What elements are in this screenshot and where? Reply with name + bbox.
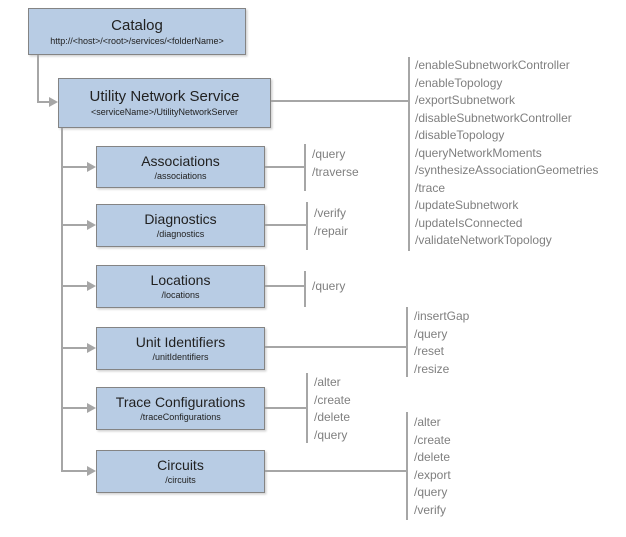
associations-node: Associations /associations [96,146,265,188]
operation-item: /repair [314,223,349,238]
operation-item: /disableSubnetworkController [415,110,572,125]
operation-item: /traverse [312,164,359,179]
associations-operations-list: /query /traverse [312,146,359,181]
operation-item: /query [312,147,346,161]
unit-identifiers-title: Unit Identifiers [135,334,226,350]
circuits-title: Circuits [157,457,204,473]
diagnostics-node: Diagnostics /diagnostics [96,204,265,247]
service-node: Utility Network Service <serviceName>/Ut… [58,78,271,128]
service-title: Utility Network Service [89,88,240,105]
trace-configurations-node: Trace Configurations /traceConfiguration… [96,387,265,430]
operation-item: /query [312,279,346,293]
connector-ops-hline [265,407,307,409]
operation-item: /query [414,485,448,499]
operation-item: /validateNetworkTopology [415,233,552,247]
trace-configurations-operations-list: /alter /create /delete /query [314,374,351,444]
operation-item: /export [414,467,451,482]
connector-catalog-vline [37,55,39,103]
connector-service-ops-bar [408,57,410,251]
connector-ops-hline [265,166,305,168]
operation-item: /create [414,432,451,447]
associations-title: Associations [141,152,220,169]
operation-item: /insertGap [414,309,470,323]
associations-path: /associations [154,170,207,181]
operation-item: /resize [414,361,450,376]
diagnostics-path: /diagnostics [156,229,205,239]
catalog-title: Catalog [111,16,163,34]
connector-ops-hline [265,285,305,287]
arrow-right-icon [87,403,96,413]
connector-service-ops-hline [271,100,409,102]
operation-item: /create [314,392,351,407]
operation-item: /alter [314,375,341,389]
connector-catalog-hline [37,101,50,103]
connector-branch-hline [61,166,88,168]
operation-item: /disableTopology [415,128,505,142]
circuits-node: Circuits /circuits [96,450,265,493]
locations-operations-list: /query [312,278,345,296]
trace-configurations-title: Trace Configurations [115,394,246,410]
connector-ops-bar [306,373,308,443]
operation-item: /enableTopology [415,75,503,90]
operation-item: /verify [314,206,347,220]
diagnostics-operations-list: /verify /repair [314,205,348,240]
operation-item: /delete [414,450,451,464]
connector-ops-hline [265,346,407,348]
connector-trunk-vline [61,128,63,472]
arrow-right-icon [87,343,96,353]
operation-item: /verify [414,502,447,517]
connector-branch-hline [61,407,88,409]
service-operations-list: /enableSubnetworkController /enableTopol… [415,57,598,250]
connector-ops-hline [265,224,307,226]
connector-ops-bar [406,412,408,520]
operation-item: /reset [414,344,445,358]
connector-ops-bar [304,271,306,307]
operation-item: /alter [414,415,441,429]
operation-item: /updateIsConnected [415,215,523,230]
catalog-url: http://<host>/<root>/services/<folderNam… [50,35,224,46]
diagnostics-title: Diagnostics [144,211,217,227]
circuits-path: /circuits [165,475,196,485]
circuits-operations-list: /alter /create /delete /export /query /v… [414,414,451,519]
operation-item: /synthesizeAssociationGeometries [415,163,599,177]
trace-configurations-path: /traceConfigurations [140,412,221,422]
connector-ops-bar [304,144,306,191]
locations-title: Locations [150,272,211,288]
connector-ops-bar [406,307,408,377]
operation-item: /queryNetworkMoments [415,145,542,160]
arrow-right-icon [87,220,96,230]
operation-item: /delete [314,410,351,424]
operation-item: /query [314,427,348,442]
operation-item: /updateSubnetwork [415,198,519,212]
service-path: <serviceName>/UtilityNetworkServer [90,107,239,117]
arrow-right-icon [87,162,96,172]
unit-identifiers-path: /unitIdentifiers [152,352,209,362]
arrow-right-icon [87,281,96,291]
arrow-right-icon [49,97,58,107]
unit-identifiers-operations-list: /insertGap /query /reset /resize [414,308,469,378]
connector-branch-hline [61,347,88,349]
catalog-node: Catalog http://<host>/<root>/services/<f… [28,8,246,55]
connector-ops-hline [265,470,407,472]
connector-branch-hline [61,224,88,226]
locations-node: Locations /locations [96,265,265,308]
unit-identifiers-node: Unit Identifiers /unitIdentifiers [96,327,265,370]
operation-item: /trace [415,180,446,195]
connector-ops-bar [306,202,308,250]
arrow-right-icon [87,466,96,476]
connector-branch-hline [61,470,88,472]
connector-branch-hline [61,285,88,287]
operation-item: /query [414,326,448,341]
operation-item: /enableSubnetworkController [415,58,570,72]
operation-item: /exportSubnetwork [415,93,516,107]
locations-path: /locations [161,290,200,300]
